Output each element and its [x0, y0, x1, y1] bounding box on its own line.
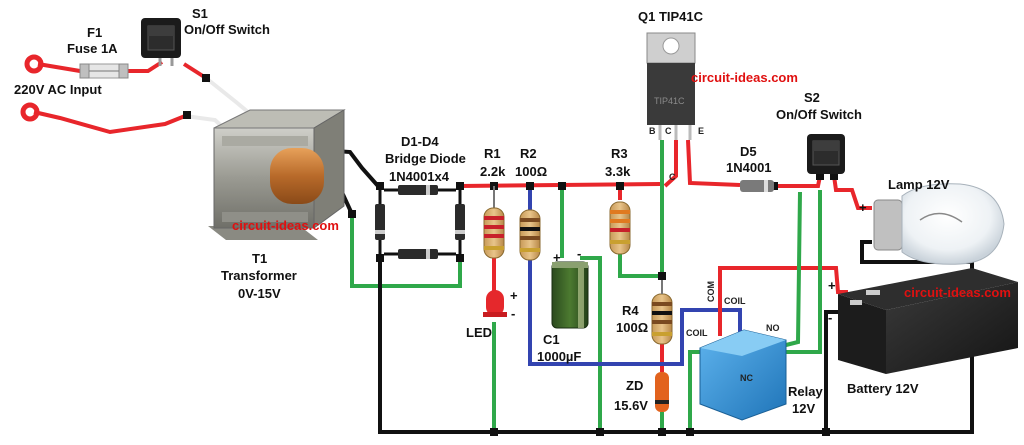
relay-label: Relay: [788, 384, 823, 399]
switch2-id: S2: [804, 90, 820, 105]
resistor-r1: R1 2.2k: [480, 146, 506, 259]
capacitor-c1: + - C1 1000µF: [537, 246, 589, 364]
switch1-id: S1: [192, 6, 208, 21]
zener-zd: ZD 15.6V: [614, 372, 669, 413]
wire-relay-com: [718, 266, 848, 336]
r1-value: 2.2k: [480, 164, 506, 179]
battery: + - Battery 12V: [828, 268, 1018, 396]
watermark-top: circuit-ideas.com: [691, 70, 798, 85]
wire-secondary-2b: [350, 214, 462, 288]
zd-value: 15.6V: [614, 398, 648, 413]
resistor-r2: R2 100Ω: [515, 146, 547, 261]
relay-coil-b: COIL: [686, 328, 708, 338]
transistor-q1: TIP41C B C E Q1 TIP41C C: [638, 9, 704, 182]
relay-no: NO: [766, 323, 780, 333]
transformer-name: Transformer: [221, 268, 297, 283]
r2-id: R2: [520, 146, 537, 161]
wire-ac-neutral: [33, 110, 186, 135]
wire-s2-lamp: [832, 175, 872, 210]
r4-id: R4: [622, 303, 639, 318]
switch-s2: S2 On/Off Switch: [776, 90, 862, 174]
fuse-f1: F1 Fuse 1A: [67, 25, 129, 79]
r1-id: R1: [484, 146, 501, 161]
fuse-name: Fuse 1A: [67, 41, 118, 56]
q1-body-text: TIP41C: [654, 96, 685, 106]
switch-s1: S1 On/Off Switch: [141, 6, 270, 66]
r3-value: 3.3k: [605, 164, 631, 179]
ac-terminal-live: [24, 54, 44, 74]
transformer-t1: T1 Transformer 0V-15V: [208, 109, 346, 301]
wire-r2-relay-coil: [528, 186, 742, 366]
relay-coil-a: COIL: [724, 296, 746, 306]
ac-terminal-neutral: [20, 102, 40, 122]
wire-c1-neg: [580, 256, 602, 432]
transformer-rating: 0V-15V: [238, 286, 281, 301]
bridge-name: Bridge Diode: [385, 151, 466, 166]
relay-com: COM: [706, 281, 716, 302]
wire-ground-battery: [824, 310, 840, 432]
wire-switch-transformer-white: [204, 76, 250, 114]
wire-r3-r4: [618, 254, 662, 278]
c1-minus: -: [577, 246, 581, 261]
r3-id: R3: [611, 146, 628, 161]
wire-relay-no: [781, 191, 802, 348]
lamp-label: Lamp 12V: [888, 177, 950, 192]
q1-pin-c: C: [665, 126, 672, 136]
led-plus: +: [510, 288, 518, 303]
led-minus: -: [511, 306, 515, 321]
c1-id: C1: [543, 332, 560, 347]
wire-fuse-switch: [128, 60, 164, 73]
r4-value: 100Ω: [616, 320, 648, 335]
bridge-part: 1N4001x4: [389, 169, 450, 184]
battery-label: Battery 12V: [847, 381, 919, 396]
bridge-id: D1-D4: [401, 134, 439, 149]
q1-pin-b: B: [649, 126, 656, 136]
watermark-battery: circuit-ideas.com: [904, 285, 1011, 300]
relay-rating: 12V: [792, 401, 815, 416]
wire-collector: [663, 140, 678, 188]
wire-emitter-d5: [686, 139, 741, 187]
wire-relay-coil-b: [688, 350, 700, 432]
ac-input-label: 220V AC Input: [14, 82, 102, 97]
bridge-d1-d4: D1-D4 Bridge Diode 1N4001x4: [375, 134, 466, 259]
resistor-r3: R3 3.3k: [605, 146, 631, 255]
d5-part: 1N4001: [726, 160, 772, 175]
lamp-minus: -: [860, 233, 864, 248]
relay-nc: NC: [740, 373, 753, 383]
fuse-id: F1: [87, 25, 102, 40]
battery-plus: +: [828, 278, 836, 293]
wire-d5-s2: [774, 175, 822, 188]
switch1-name: On/Off Switch: [184, 22, 270, 37]
lamp: + - Lamp 12V: [859, 177, 1005, 265]
zd-id: ZD: [626, 378, 643, 393]
collector-label: C: [669, 172, 676, 182]
watermark-transformer: circuit-ideas.com: [232, 218, 339, 233]
wire-relay-nc: [770, 190, 822, 354]
battery-minus: -: [828, 310, 832, 325]
lamp-plus: +: [859, 200, 867, 215]
c1-plus: +: [553, 250, 561, 265]
r2-value: 100Ω: [515, 164, 547, 179]
d5-id: D5: [740, 144, 757, 159]
resistor-r4: R4 100Ω: [616, 280, 673, 345]
led-label: LED: [466, 325, 492, 340]
switch2-name: On/Off Switch: [776, 107, 862, 122]
transformer-id: T1: [252, 251, 267, 266]
q1-pin-e: E: [698, 126, 704, 136]
ac-input: 220V AC Input: [14, 54, 102, 122]
c1-value: 1000µF: [537, 349, 581, 364]
wire-ac-live: [37, 62, 81, 73]
q1-label: Q1 TIP41C: [638, 9, 704, 24]
diode-d5: D5 1N4001: [726, 144, 774, 192]
relay: COM COIL COIL NO NC Relay 12V: [686, 281, 823, 421]
led: + - LED: [466, 288, 518, 340]
